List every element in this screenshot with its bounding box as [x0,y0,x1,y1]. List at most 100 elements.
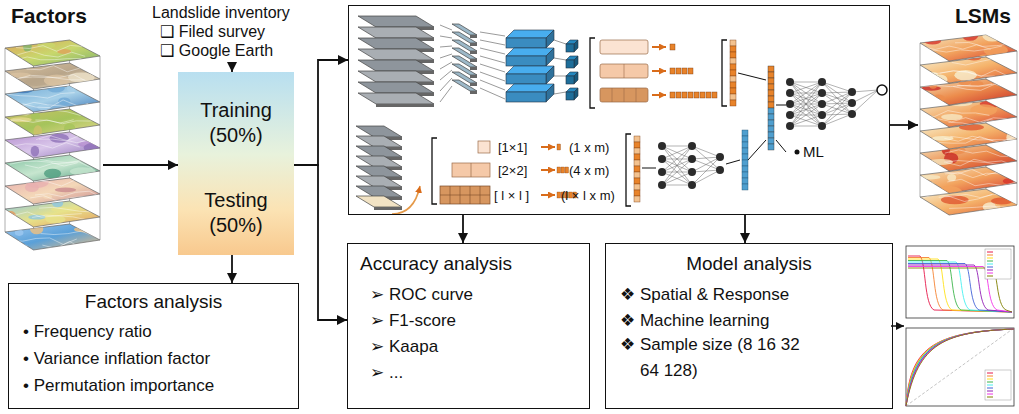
node-text: Testing (50%) [178,188,294,238]
map-patch [932,136,953,141]
net-link [790,82,822,115]
map-patch [81,60,103,71]
map-line [35,191,103,198]
legend-line [987,270,993,271]
grid-line [471,163,472,177]
sample-split-box: Training (50%)Testing (50%) [178,72,294,255]
legend-line [987,255,993,256]
conv-link [480,88,505,99]
vector-cell [742,142,748,148]
map-line [920,111,989,117]
vector-cell [742,178,748,184]
neuron [688,181,696,189]
map-patch [0,238,20,249]
input-layer-edge [374,207,402,210]
input-layer [358,93,434,104]
map-layer [5,155,100,181]
neuron [818,78,826,86]
map-line [19,75,87,82]
map-patch [929,81,937,88]
neuron [716,166,724,174]
vector-cell [730,70,736,76]
vector-cell [634,148,640,154]
node-text: ➢ Kaapa [370,336,438,357]
pool-block [566,92,574,100]
map-line [6,120,74,123]
conv-link [440,46,452,47]
net-link [692,170,720,185]
legend-line [987,385,993,386]
legend-line [987,252,993,253]
net-link [662,146,692,147]
map-texture [924,124,1019,152]
map-line [945,173,1014,178]
net-link [662,146,692,159]
roc-curve [906,329,1014,406]
neuron [658,142,666,150]
map-line [13,110,81,116]
input-layer [356,176,402,187]
map-texture [14,42,108,66]
net-link [790,126,822,127]
vector-cell [730,52,736,58]
map-line [42,242,110,249]
input-layer [356,136,402,147]
legend-line [987,264,993,265]
net-link [790,93,822,126]
merged-vector [768,72,774,78]
net-link [692,146,720,170]
net-link [662,159,692,185]
vector-cell [730,46,736,52]
merged-vector [768,78,774,84]
map-line [39,207,107,212]
conv-link [440,62,452,69]
legend-line [987,379,993,380]
map-patch [58,98,70,105]
vector-cell [712,92,717,98]
merged-vector [768,126,774,132]
pool-grid [612,88,613,102]
vector-cell [730,58,736,64]
chart-frame [906,328,1014,406]
vector-cell [557,167,561,173]
conv-link [440,36,452,38]
chart-legend [985,370,1011,400]
feature-map-edge [470,91,477,94]
net-link [822,92,852,115]
legend-line [987,258,993,259]
map-patch [919,181,935,192]
map-patch [941,114,963,120]
net-input [776,105,786,106]
roc-curve [906,329,1014,406]
conv-link [440,54,452,58]
map-line [20,102,88,108]
conv-link [440,25,452,30]
net-link [662,146,692,159]
conv-block [546,84,554,102]
vector-cell [730,100,736,106]
grid-1x1 [478,141,490,153]
merged-vector [768,138,774,144]
net-link [790,104,822,126]
net-link [692,157,720,185]
conv-link [480,40,505,45]
map-patch [911,72,931,81]
map-patch [933,74,948,84]
conv-link [480,56,505,63]
vector-cell [730,40,736,46]
input-layer [358,82,434,93]
net-link [662,146,692,172]
roc-curve [906,329,1014,406]
net-link [790,82,822,83]
map-line [21,180,89,186]
neuron [786,89,794,97]
vector-cell [700,92,705,98]
input-layer [356,156,402,167]
neuron [658,168,666,176]
node-text: ❖ Sample size (8 16 32 64 128) [620,332,815,384]
pool-grid [636,88,637,102]
vector-cell [634,142,640,148]
factors-analysis-box: Factors analysis• Frequency ratio• Varia… [8,283,299,409]
roc-curve [906,329,1014,406]
map-line [952,59,1019,66]
